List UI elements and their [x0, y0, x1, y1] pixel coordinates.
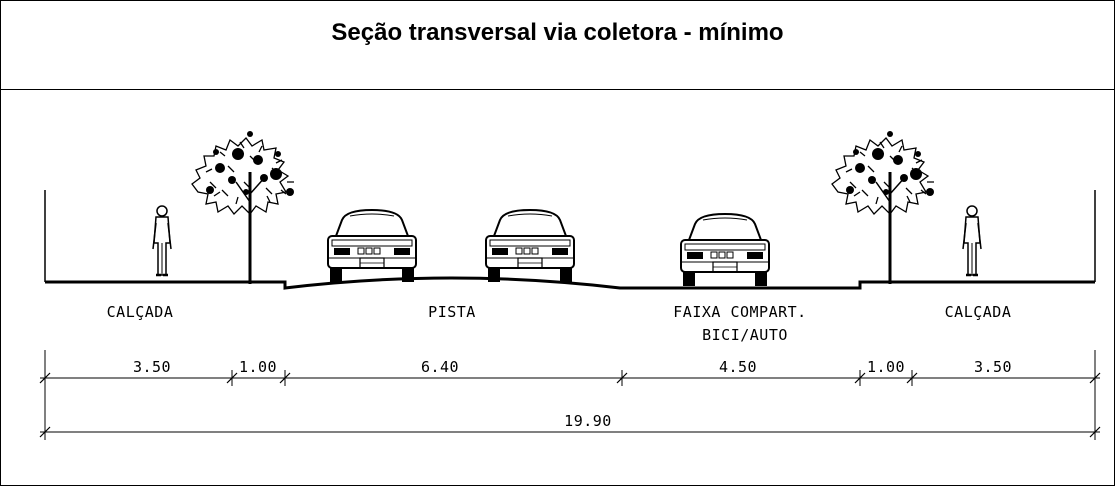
diagram-title: Seção transversal via coletora - mínimo	[331, 19, 784, 46]
dim-value-6: 3.50	[974, 358, 1012, 376]
zone-label-calcada-left: CALÇADA	[107, 303, 174, 321]
dim-value-3: 6.40	[421, 358, 459, 376]
zone-label-calcada-right: CALÇADA	[945, 303, 1012, 321]
zone-label-faixa-line2: BICI/AUTO	[702, 326, 788, 344]
dim-value-5: 1.00	[867, 358, 905, 376]
title-band: Seção transversal via coletora - mínimo	[1, 1, 1114, 90]
pedestrian-icon-right	[961, 204, 983, 277]
dim-value-2: 1.00	[239, 358, 277, 376]
car-rear-icon-2	[485, 209, 575, 283]
car-rear-icon-1	[327, 209, 417, 283]
zone-label-pista: PISTA	[428, 303, 476, 321]
ground-profile	[45, 276, 1095, 290]
car-rear-icon-3	[680, 213, 770, 287]
dim-value-total: 19.90	[564, 412, 612, 430]
tree-icon-right	[830, 129, 936, 286]
zone-label-faixa-line1: FAIXA COMPART.	[673, 303, 806, 321]
pedestrian-icon-left	[151, 204, 173, 277]
dim-value-4: 4.50	[719, 358, 757, 376]
dim-value-1: 3.50	[133, 358, 171, 376]
tree-icon-left	[190, 129, 296, 286]
